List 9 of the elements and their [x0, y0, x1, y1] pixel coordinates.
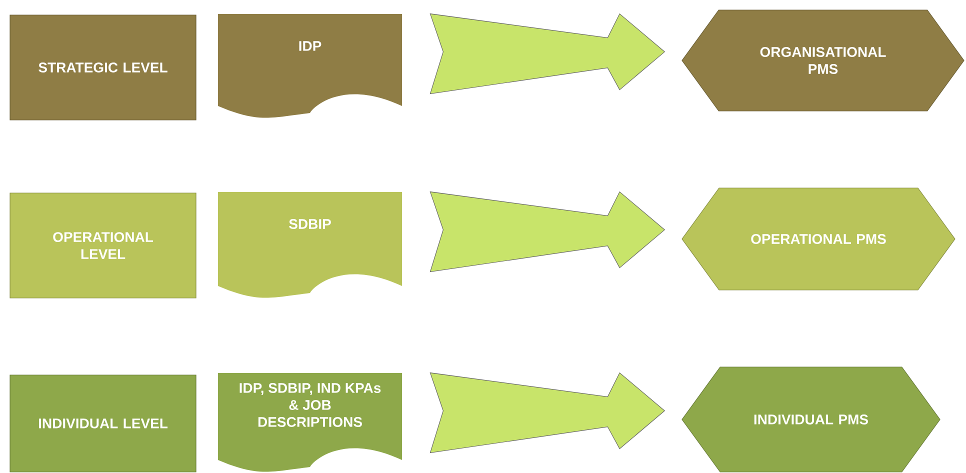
hexagon: ORGANISATIONAL PMS	[682, 10, 964, 112]
level-box: STRATEGIC LEVEL	[10, 14, 196, 120]
block-arrow	[430, 13, 666, 94]
level-box: OPERATIONAL LEVEL	[10, 192, 196, 298]
level-box: INDIVIDUAL LEVEL	[10, 374, 196, 472]
block-arrow	[430, 191, 666, 272]
block-arrow	[430, 372, 666, 454]
hexagon: INDIVIDUAL PMS	[682, 366, 940, 472]
hexagon: OPERATIONAL PMS	[682, 188, 956, 290]
